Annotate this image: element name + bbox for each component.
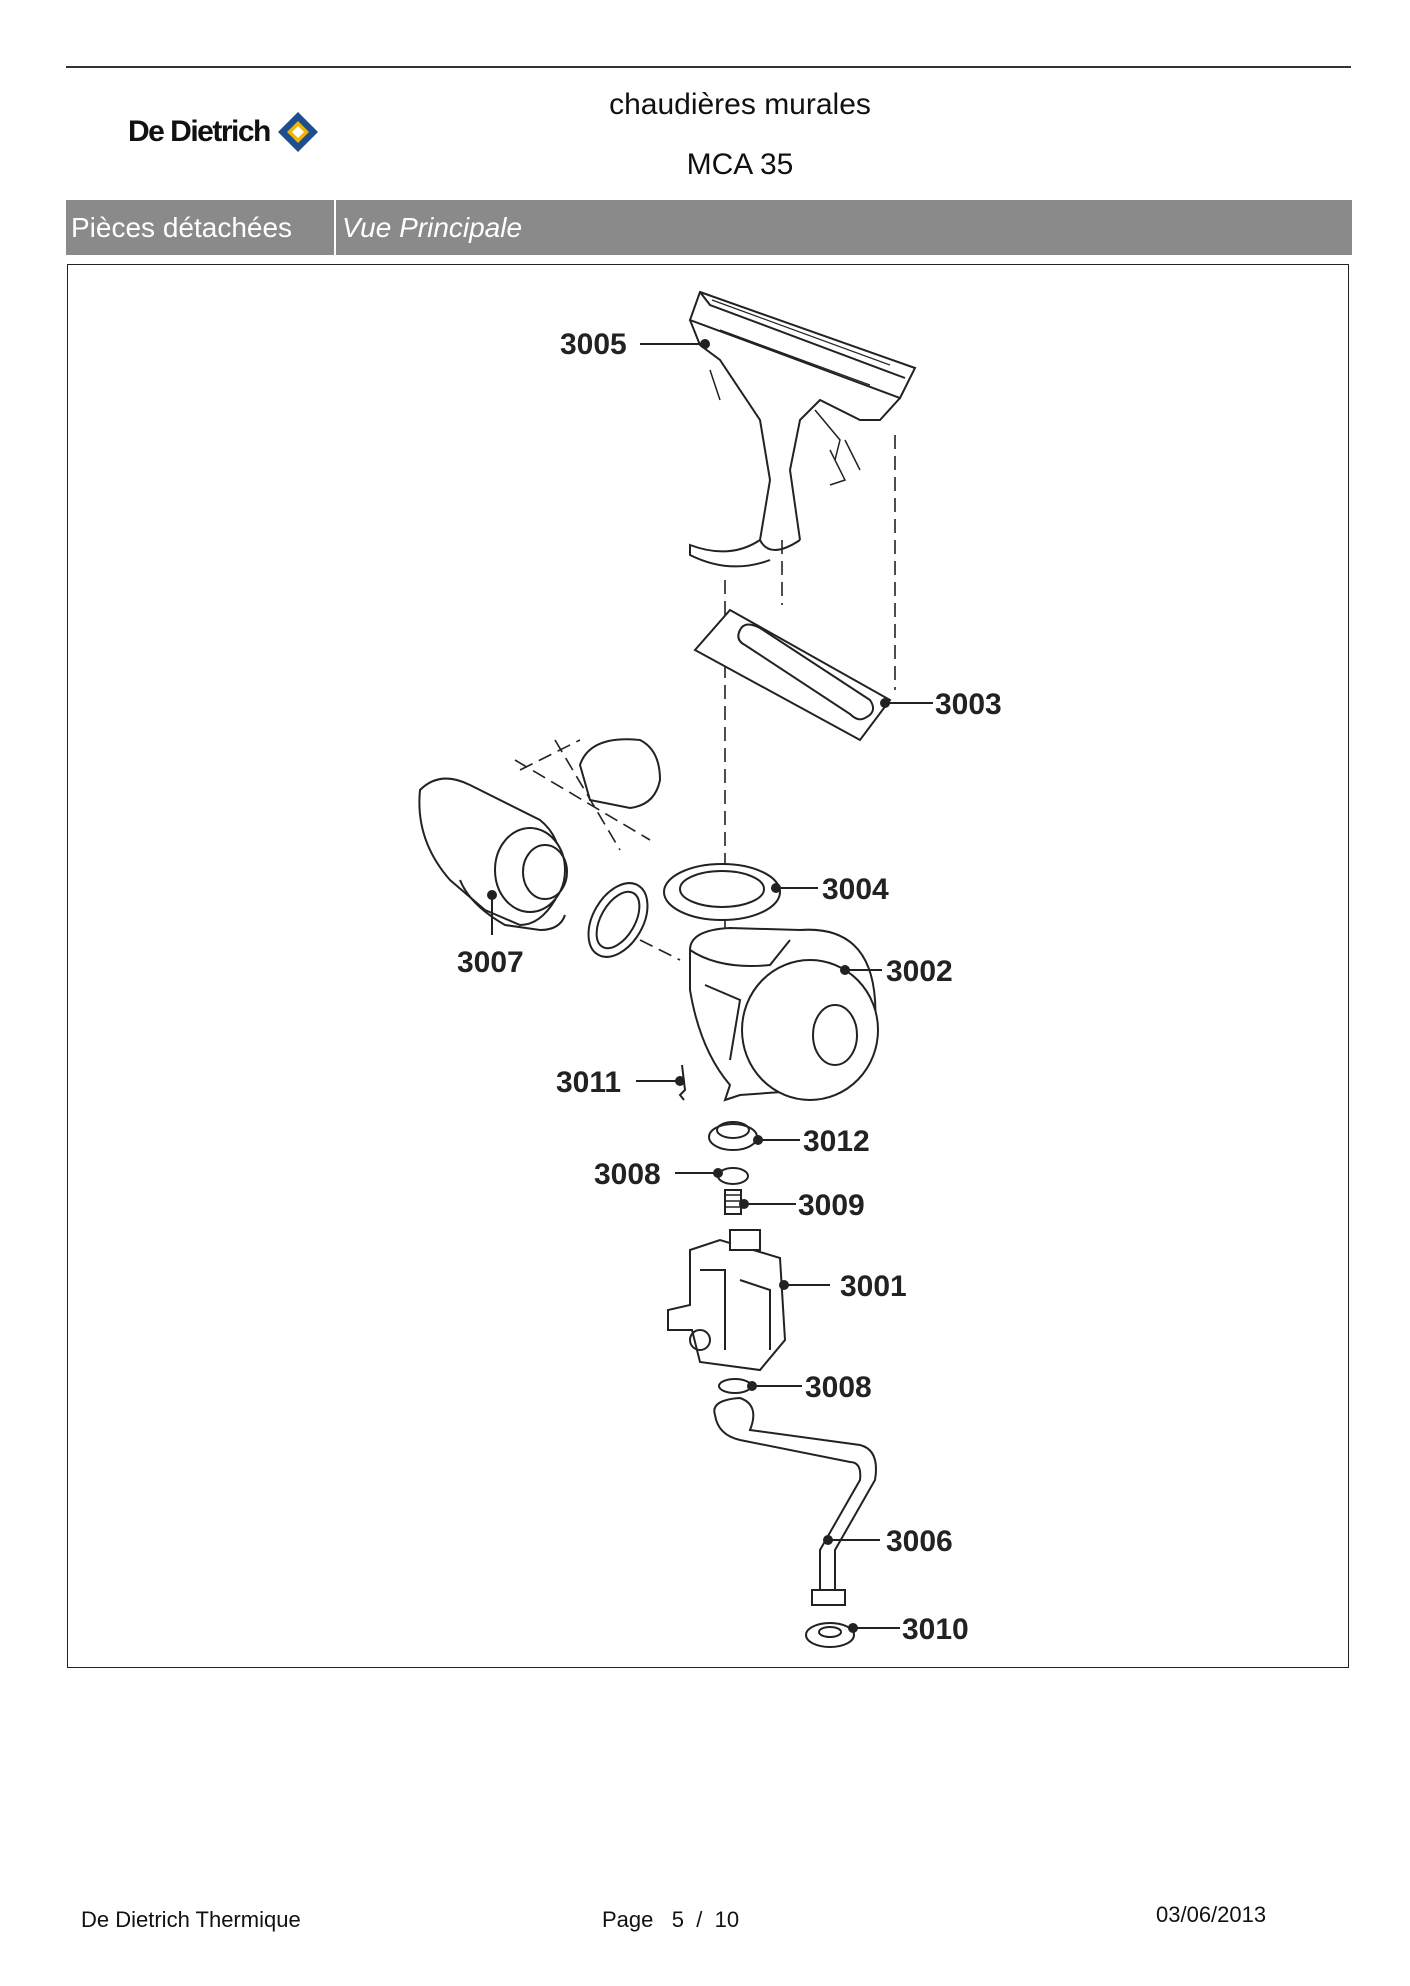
- page-total: 10: [714, 1907, 740, 1932]
- page-separator: /: [696, 1907, 703, 1932]
- diagram-frame: [67, 264, 1349, 1668]
- callout-3012: 3012: [803, 1125, 870, 1158]
- top-rule: [66, 66, 1351, 68]
- nut-part: [708, 1121, 758, 1151]
- air-tube-part: [418, 738, 662, 932]
- callout-3010: 3010: [902, 1613, 969, 1646]
- callout-3003: 3003: [935, 688, 1002, 721]
- view-label: Vue Principale: [342, 212, 523, 243]
- callout-3004: 3004: [822, 873, 889, 906]
- document-title: chaudières murales: [609, 88, 871, 121]
- footer-date: 03/06/2013: [1156, 1902, 1267, 1927]
- callout-3001: 3001: [840, 1270, 907, 1303]
- callout-3009: 3009: [798, 1189, 865, 1222]
- callout-3008: 3008: [594, 1158, 661, 1191]
- page-current: 5: [671, 1907, 684, 1932]
- gas-pipe-part: [713, 1396, 877, 1606]
- gas-valve-part: [667, 1229, 787, 1372]
- footer-pagination: Page 5 / 10: [602, 1907, 739, 1933]
- callout-3006: 3006: [886, 1525, 953, 1558]
- brand-diamond-icon: [277, 112, 318, 152]
- seal-ring-part: [587, 882, 649, 958]
- callout-3002: 3002: [886, 955, 953, 988]
- brand-logo: De Dietrich: [128, 110, 320, 154]
- callout-3011: 3011: [556, 1066, 621, 1099]
- section-bar: Pièces détachées Vue Principale: [66, 200, 1352, 255]
- o-ring-part: [717, 1167, 749, 1185]
- spring-part: [724, 1189, 742, 1215]
- washer-part: [805, 1622, 855, 1648]
- callout-3005: 3005: [560, 328, 627, 361]
- callout-3007: 3007: [457, 946, 524, 979]
- brand-name: De Dietrich: [128, 115, 271, 148]
- page-label: Page: [602, 1907, 654, 1932]
- callout-3008-lower: 3008: [805, 1371, 872, 1404]
- ring-gasket-part: [663, 863, 781, 921]
- air-manifold-part: [688, 290, 917, 568]
- section-label: Pièces détachées: [66, 200, 336, 255]
- footer-company: De Dietrich Thermique: [81, 1907, 301, 1932]
- fan-part: [689, 926, 879, 1102]
- model-name: MCA 35: [686, 148, 794, 181]
- gasket-part: [693, 608, 892, 742]
